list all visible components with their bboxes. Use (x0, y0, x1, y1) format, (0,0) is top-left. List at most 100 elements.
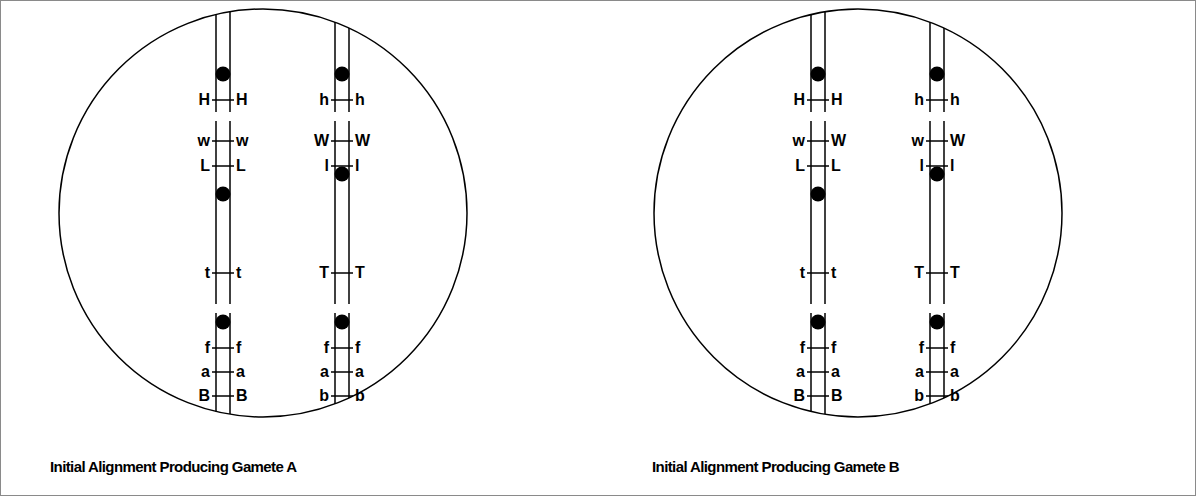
allele-label: H (190, 90, 210, 110)
centromere-dot (811, 315, 826, 330)
centromere-dot (811, 67, 826, 82)
allele-label: t (190, 263, 210, 283)
allele-label: w (236, 131, 256, 151)
allele-label: W (950, 131, 970, 151)
chromatid-line (929, 121, 931, 304)
allele-label: B (785, 386, 805, 406)
allele-label: a (236, 362, 256, 382)
centromere-dot (216, 67, 231, 82)
allele-label: W (831, 131, 851, 151)
allele-label: b (904, 386, 924, 406)
alignment-caption: Initial Alignment Producing Gamete B (652, 457, 899, 477)
locus-tick (212, 272, 234, 274)
allele-label: T (904, 263, 924, 283)
locus-tick (807, 395, 829, 397)
allele-label: f (309, 338, 329, 358)
allele-label: l (355, 156, 375, 176)
allele-label: h (904, 90, 924, 110)
allele-label: f (950, 338, 970, 358)
locus-tick (212, 99, 234, 101)
allele-label: t (831, 263, 851, 283)
allele-label: f (236, 338, 256, 358)
allele-label: a (785, 362, 805, 382)
centromere-dot (216, 187, 231, 202)
locus-tick (212, 347, 234, 349)
allele-label: T (950, 263, 970, 283)
chromatid-line (824, 12, 826, 112)
locus-tick (807, 140, 829, 142)
centromere-dot (335, 315, 350, 330)
allele-label: B (831, 386, 851, 406)
locus-tick (926, 371, 948, 373)
allele-label: H (236, 90, 256, 110)
chromatid-line (334, 121, 336, 304)
cell-circle: Initial Alignment Producing Gamete B (653, 8, 1063, 418)
allele-label: f (355, 338, 375, 358)
allele-label: L (190, 156, 210, 176)
locus-tick (807, 347, 829, 349)
chromatid-line (229, 121, 231, 304)
allele-label: h (309, 90, 329, 110)
locus-tick (926, 99, 948, 101)
locus-tick (926, 140, 948, 142)
allele-label: l (904, 156, 924, 176)
locus-tick (926, 347, 948, 349)
chromatid-line (229, 12, 231, 112)
centromere-dot (930, 67, 945, 82)
cell-circle: Initial Alignment Producing Gamete A (58, 8, 468, 418)
locus-tick (212, 165, 234, 167)
centromere-dot (930, 167, 945, 182)
chromatid-line (215, 121, 217, 304)
chromosome (807, 12, 829, 112)
locus-tick (807, 371, 829, 373)
allele-label: t (236, 263, 256, 283)
allele-label: a (355, 362, 375, 382)
chromosome (807, 121, 829, 304)
allele-label: f (190, 338, 210, 358)
allele-label: w (190, 131, 210, 151)
centromere-dot (335, 67, 350, 82)
allele-label: T (309, 263, 329, 283)
allele-label: f (904, 338, 924, 358)
locus-tick (807, 99, 829, 101)
chromatid-line (810, 14, 812, 112)
allele-label: a (950, 362, 970, 382)
locus-tick (331, 371, 353, 373)
allele-label: a (190, 362, 210, 382)
locus-tick (331, 395, 353, 397)
chromatid-line (348, 121, 350, 304)
chromatid-line (929, 313, 931, 404)
locus-tick (331, 347, 353, 349)
cell-outline (653, 8, 1063, 418)
chromatid-line (824, 121, 826, 304)
chromosome (212, 121, 234, 304)
allele-label: t (785, 263, 805, 283)
allele-label: w (904, 131, 924, 151)
allele-label: H (831, 90, 851, 110)
centromere-dot (335, 167, 350, 182)
chromosome (926, 22, 948, 112)
allele-label: a (904, 362, 924, 382)
allele-label: b (309, 386, 329, 406)
chromosome (331, 22, 353, 112)
centromere-dot (811, 187, 826, 202)
allele-label: W (309, 131, 329, 151)
allele-label: W (355, 131, 375, 151)
chromosome (212, 12, 234, 112)
allele-label: H (785, 90, 805, 110)
allele-label: f (785, 338, 805, 358)
chromatid-line (334, 22, 336, 112)
allele-label: b (355, 386, 375, 406)
chromosome (926, 121, 948, 304)
chromosome (331, 313, 353, 404)
locus-tick (926, 395, 948, 397)
locus-tick (212, 371, 234, 373)
cell-outline-circle (654, 9, 1062, 417)
chromatid-line (824, 313, 826, 414)
allele-label: T (355, 263, 375, 283)
